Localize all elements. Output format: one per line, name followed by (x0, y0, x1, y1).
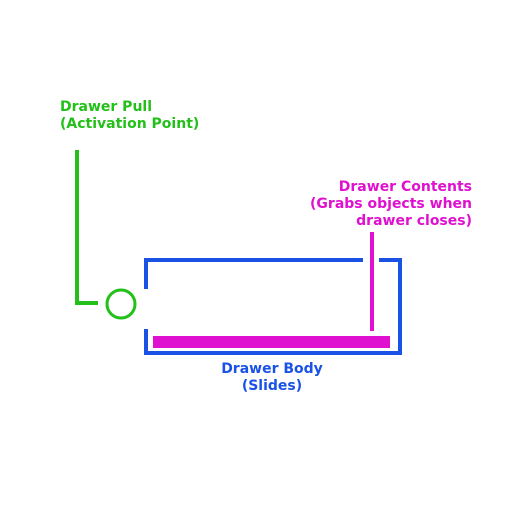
drawer-body-label-line1: Drawer Body (221, 361, 323, 377)
drawer-contents-label-line2: (Grabs objects when (310, 196, 472, 212)
drawer-contents-plate (153, 336, 390, 348)
drawer-pull-leader-line (75, 150, 98, 305)
drawer-contents-label-line1: Drawer Contents (338, 179, 472, 195)
drawer-pull-label-line1: Drawer Pull (60, 99, 153, 115)
drawer-body-outline-right (144, 258, 402, 355)
drawer-contents-label: Drawer Contents (Grabs objects when draw… (310, 179, 472, 230)
drawer-body-outline-top (144, 258, 363, 289)
drawer-body-label-line2: (Slides) (241, 378, 303, 394)
drawer-pull-label: Drawer Pull (Activation Point) (60, 99, 199, 133)
drawer-pull-label-line2: (Activation Point) (60, 116, 200, 132)
drawer-contents-label-line3: drawer closes) (356, 213, 472, 229)
drawer-pull-knob (105, 288, 137, 320)
drawer-body-label: Drawer Body (Slides) (221, 361, 323, 395)
